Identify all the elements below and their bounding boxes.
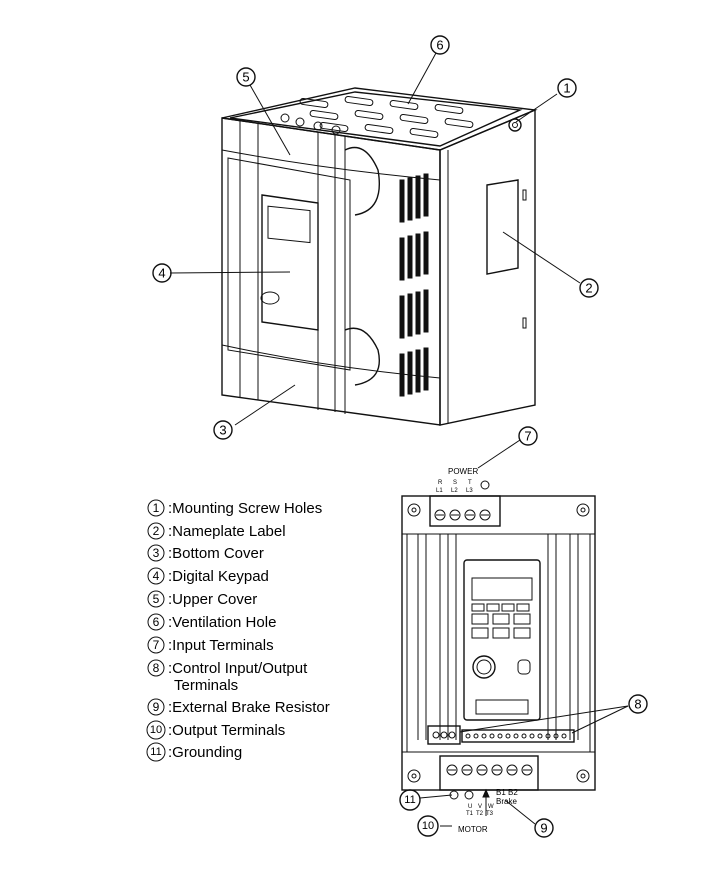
svg-text:6: 6 <box>153 615 160 629</box>
svg-text:4: 4 <box>153 569 160 583</box>
callout-5: 5 <box>236 67 256 87</box>
input-term-l2: L2 <box>451 488 458 494</box>
legend-item-5: 5 :Upper Cover <box>147 590 257 608</box>
svg-text::Ventilation Hole: :Ventilation Hole <box>168 614 276 631</box>
legend-item-9: 9 :External Brake Resistor <box>147 698 330 716</box>
input-terminal-block <box>429 495 501 527</box>
power-label: POWER <box>448 467 478 476</box>
input-term-l3: L3 <box>466 488 473 494</box>
svg-text:11: 11 <box>404 794 415 806</box>
isometric-inverter-view <box>221 87 538 426</box>
input-term-s: S <box>453 480 457 486</box>
front-keypad-knob <box>472 655 496 679</box>
ground-symbol-output-b <box>464 790 474 800</box>
front-keypad-display <box>471 577 533 601</box>
svg-text:1: 1 <box>153 501 160 515</box>
output-term-t3: T3 <box>486 811 494 817</box>
svg-text:11: 11 <box>150 746 161 758</box>
svg-text::External Brake Resistor: :External Brake Resistor <box>168 699 330 716</box>
callout-1: 1 <box>557 78 577 98</box>
digital-keypad <box>261 194 319 331</box>
legend-item-2: 2 :Nameplate Label <box>147 522 286 540</box>
front-keypad <box>463 559 541 721</box>
svg-text:3: 3 <box>219 423 226 438</box>
svg-text::Upper Cover: :Upper Cover <box>168 591 257 608</box>
top-vent-slots <box>280 95 474 139</box>
leader-lines-bottom <box>419 439 629 827</box>
output-term-t2: T2 <box>476 811 484 817</box>
leader-lines-top <box>169 52 581 426</box>
output-terminal-block <box>439 755 539 791</box>
svg-text:5: 5 <box>153 592 160 606</box>
legend-item-4: 4 :Digital Keypad <box>147 567 269 585</box>
legend-item-6: 6 :Ventilation Hole <box>147 613 276 631</box>
output-term-v: V <box>478 804 482 810</box>
callout-11: 11 <box>399 789 421 811</box>
svg-text:9: 9 <box>540 821 547 836</box>
callout-4: 4 <box>152 263 172 283</box>
ground-symbol-input <box>480 480 490 490</box>
legend-item-11: 11 :Grounding <box>146 742 242 762</box>
input-term-t: T <box>468 480 472 486</box>
keypad-display <box>267 205 311 244</box>
svg-text::Output Terminals: :Output Terminals <box>168 722 285 739</box>
output-term-w: W <box>488 804 494 810</box>
svg-text:1: 1 <box>563 81 570 96</box>
output-term-u: U <box>468 804 472 810</box>
svg-text::Mounting Screw Holes: :Mounting Screw Holes <box>168 500 322 517</box>
svg-text:9: 9 <box>153 700 160 714</box>
svg-text:10: 10 <box>150 724 162 736</box>
callout-9: 9 <box>534 818 554 838</box>
svg-text:2: 2 <box>153 524 160 538</box>
legend-item-3: 3 :Bottom Cover <box>147 544 264 562</box>
svg-text:5: 5 <box>242 70 249 85</box>
svg-text:3: 3 <box>153 546 160 560</box>
svg-text:Terminals: Terminals <box>174 677 238 694</box>
input-term-l1: L1 <box>436 488 443 494</box>
svg-text:6: 6 <box>436 38 443 53</box>
svg-text:4: 4 <box>158 266 165 281</box>
side-ventilation-slots <box>399 173 429 397</box>
callout-6: 6 <box>430 35 450 55</box>
svg-text::Control Input/Output: :Control Input/Output <box>168 660 308 677</box>
motor-label: MOTOR <box>458 825 488 834</box>
svg-text::Bottom Cover: :Bottom Cover <box>168 545 264 562</box>
legend-item-7: 7 :Input Terminals <box>147 636 274 654</box>
callout-2: 2 <box>579 278 599 298</box>
legend: 1 :Mounting Screw Holes 2 :Nameplate Label… <box>146 499 330 762</box>
svg-text::Grounding: :Grounding <box>168 744 242 761</box>
input-term-r: R <box>438 480 443 486</box>
svg-text:7: 7 <box>524 429 531 444</box>
keypad-knob <box>260 291 280 305</box>
svg-text::Digital Keypad: :Digital Keypad <box>168 568 269 585</box>
svg-text::Input Terminals: :Input Terminals <box>168 637 274 654</box>
svg-text::Nameplate Label: :Nameplate Label <box>168 523 286 540</box>
mounting-screw-hole <box>508 118 522 132</box>
control-io-terminals <box>427 725 575 745</box>
front-view-inverter: POWER L1 L2 L3 R S T U V W T1 T2 T3 B1 B… <box>401 467 596 834</box>
callout-10: 10 <box>417 815 439 837</box>
digital-keypad-panel <box>227 157 351 371</box>
legend-item-1: 1 :Mounting Screw Holes <box>147 499 322 517</box>
legend-item-10: 10 :Output Terminals <box>146 720 285 740</box>
nameplate-label <box>486 179 519 275</box>
callout-3: 3 <box>213 420 233 440</box>
callout-8: 8 <box>628 694 648 714</box>
svg-text:2: 2 <box>585 281 592 296</box>
callout-7: 7 <box>518 426 538 446</box>
brake-terms-label: B1 B2 <box>496 788 518 797</box>
svg-text:10: 10 <box>422 820 434 832</box>
output-term-t1: T1 <box>466 811 474 817</box>
svg-text:8: 8 <box>153 661 160 675</box>
callout-circles: 1 2 3 4 5 6 7 8 9 10 11 <box>152 35 648 838</box>
svg-text:8: 8 <box>634 697 641 712</box>
svg-text:7: 7 <box>153 638 160 652</box>
